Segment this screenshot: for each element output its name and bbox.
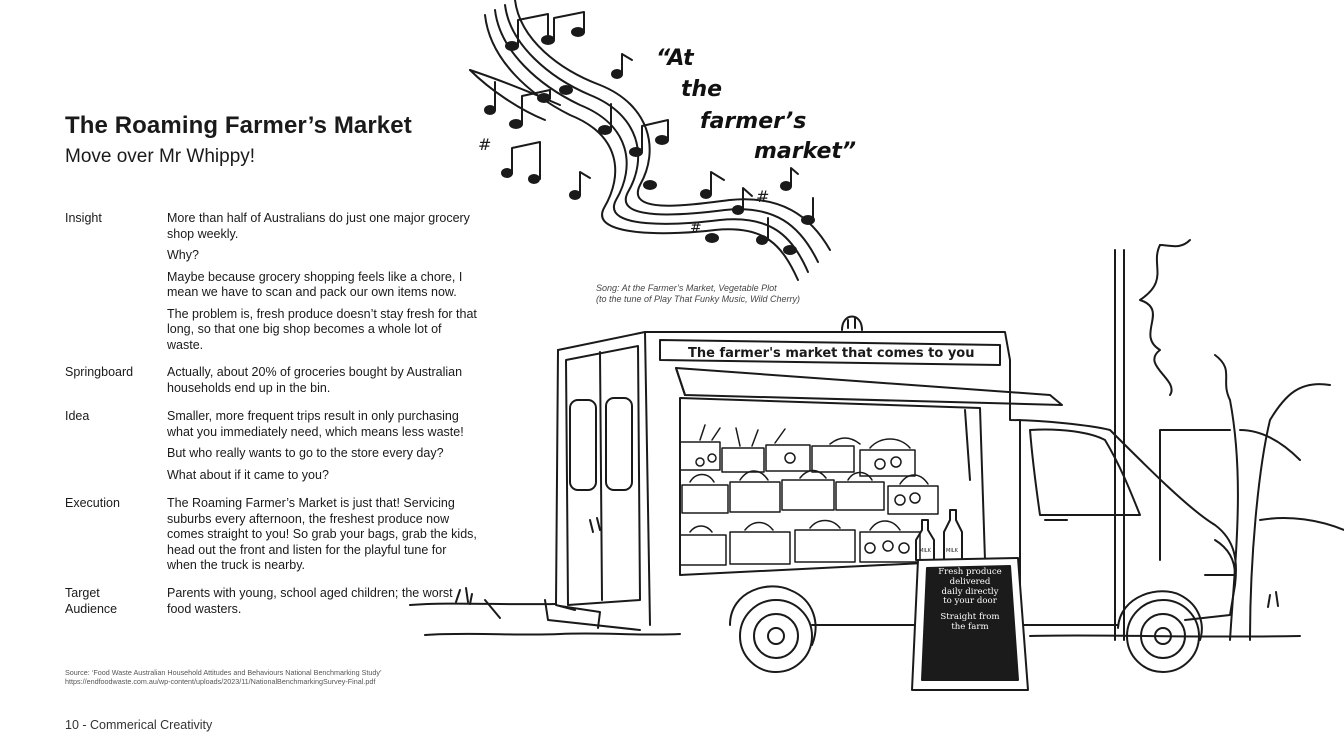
svg-text:#: # [478, 135, 491, 154]
svg-text:#: # [690, 220, 702, 236]
caption-line: Song: At the Farmer’s Market, Vegetable … [596, 283, 777, 293]
milk-label: MILK [919, 548, 931, 554]
tree-illustration [1114, 239, 1344, 641]
board-line: delivered [949, 576, 991, 587]
board-line: to your door [943, 596, 997, 607]
source-text: Source: ‘Food Waste Australian Household… [65, 668, 382, 677]
source-url: https://endfoodwaste.com.au/wp-content/u… [65, 677, 376, 686]
page-subtitle: Move over Mr Whippy! [65, 146, 256, 167]
page-title: The Roaming Farmer’s Market [65, 112, 412, 139]
section-paragraph: Smaller, more frequent trips result in o… [167, 409, 464, 439]
milk-label: MILK [946, 548, 958, 554]
board-line: daily directly [941, 586, 999, 597]
chalkboard-text: Fresh produce delivered daily directly t… [929, 567, 1011, 639]
section-paragraph: What about if it came to you? [167, 467, 329, 482]
section-label: Idea [65, 409, 90, 423]
section-paragraph: More than half of Australians do just on… [167, 211, 470, 241]
section-label: Springboard [65, 365, 134, 379]
quote-line: the [681, 77, 723, 102]
song-caption: Song: At the Farmer’s Market, Vegetable … [596, 283, 800, 305]
page-footer: 10 - Commerical Creativity [65, 718, 213, 732]
board-line: Straight from [940, 612, 1000, 623]
quote-line: “At [656, 46, 694, 71]
truck-sign-text: The farmer's market that comes to you [688, 346, 975, 361]
board-line: Fresh produce [938, 567, 1002, 577]
section-label: Insight [65, 211, 102, 225]
svg-text:#: # [756, 187, 769, 206]
section-paragraph: Parents with young, school aged children… [167, 586, 453, 616]
section-paragraph: Maybe because grocery shopping feels lik… [167, 269, 463, 300]
section-label: Execution [65, 496, 120, 510]
section-label-line: Target [65, 586, 100, 600]
quote-line: market” [754, 139, 857, 164]
section-paragraph: But who really wants to go to the store … [167, 446, 444, 460]
section-paragraph: The problem is, fresh produce doesn’t st… [167, 306, 477, 352]
chalkboard-sign-icon [911, 557, 1029, 691]
section-label-line: Audience [65, 601, 118, 616]
section-paragraph: Why? [167, 248, 199, 262]
section-paragraph: The Roaming Farmer’s Market is just that… [167, 496, 477, 572]
caption-line: (to the tune of Play That Funky Music, W… [596, 294, 800, 304]
source-citation: Source: ‘Food Waste Australian Household… [65, 668, 485, 686]
section-label: Target Audience [65, 586, 160, 617]
music-notes-icon: # # # [469, 0, 831, 281]
board-line: the farm [951, 621, 989, 632]
section-paragraph: Actually, about 20% of groceries bought … [167, 365, 463, 395]
quote-line: farmer’s [700, 109, 807, 134]
